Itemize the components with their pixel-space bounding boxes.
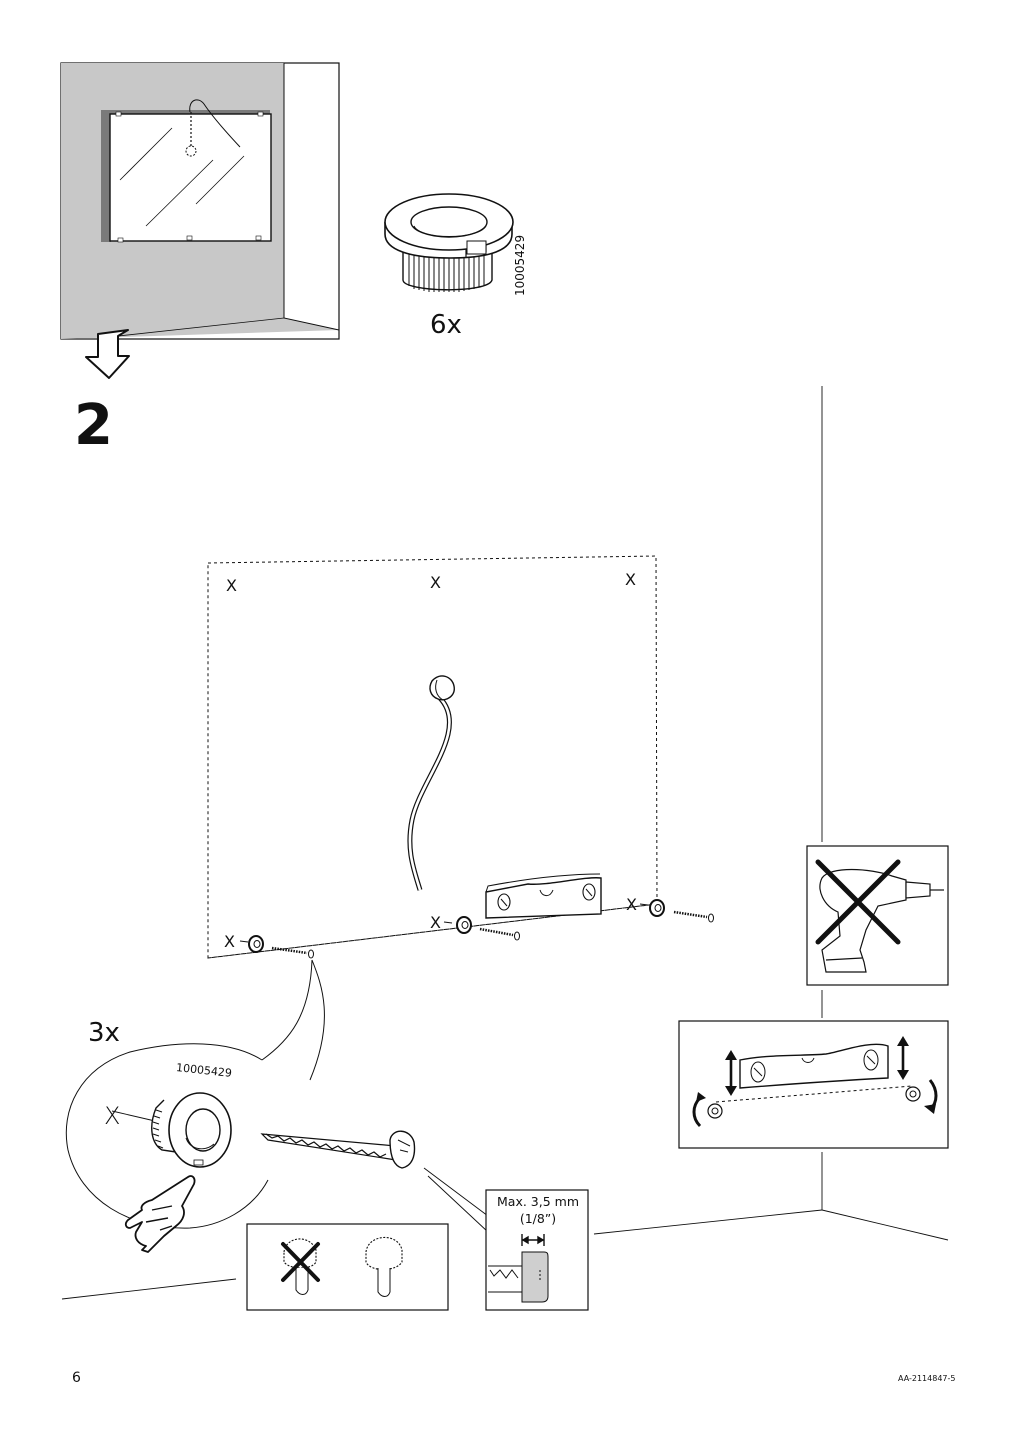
drill-icon xyxy=(819,868,944,973)
wall-corner-lines xyxy=(61,386,949,1300)
screw-head-comparison-box xyxy=(246,1223,449,1311)
vertical-adjust-arrow-icon xyxy=(725,1036,909,1096)
wall-plug-with-screw xyxy=(639,899,714,923)
arrow-down-icon xyxy=(85,329,130,379)
cross-icon xyxy=(815,859,901,945)
drill-mark: X xyxy=(626,895,637,914)
screw-depth-spec-inch: (1/8”) xyxy=(519,1211,557,1226)
cross-icon xyxy=(281,1242,320,1282)
drill-mark-detail: X xyxy=(104,1102,121,1130)
screw-depth-spec-box xyxy=(485,1189,589,1311)
wall-plug-with-screw xyxy=(443,916,520,941)
drill-mark: X xyxy=(226,576,237,595)
drill-mark: X xyxy=(224,932,235,951)
wall-plug-front xyxy=(707,1086,921,1119)
detail-callout xyxy=(65,959,325,1229)
step-number: 2 xyxy=(74,393,113,458)
drill-mark: X xyxy=(625,570,636,589)
spirit-level-icon xyxy=(485,873,602,919)
previous-step-panel xyxy=(60,62,340,340)
screw-icon xyxy=(260,1130,416,1169)
level-adjust-box xyxy=(678,1020,949,1149)
drill-mark: X xyxy=(430,573,441,592)
part-quantity: 6x xyxy=(430,310,462,340)
wall-plug-part xyxy=(384,193,514,292)
cable-icon xyxy=(407,675,455,891)
no-power-drill-box xyxy=(806,845,949,986)
correct-screw-head xyxy=(365,1236,403,1297)
drill-mark: X xyxy=(430,913,441,932)
wall-plug-with-screw xyxy=(239,935,314,959)
page-number: 6 xyxy=(72,1370,81,1386)
rotate-arrow-icon xyxy=(692,1079,938,1128)
screw-depth-spec: Max. 3,5 mm (1/8”) xyxy=(488,1193,588,1227)
wall-plug-part xyxy=(151,1092,232,1168)
spirit-level-icon xyxy=(739,1043,889,1089)
document-code: AA-2114847-5 xyxy=(898,1374,956,1383)
detail-quantity: 3x xyxy=(88,1018,120,1048)
measure-arrow-icon xyxy=(521,1234,545,1246)
detail-pointer xyxy=(427,1175,489,1233)
wrong-screw-head xyxy=(283,1238,317,1295)
detail-pointer xyxy=(423,1167,489,1217)
part-number: 10005429 xyxy=(513,234,527,296)
screw-depth-spec-mm: Max. 3,5 mm xyxy=(497,1194,579,1209)
hand-pointer-icon xyxy=(124,1175,196,1253)
